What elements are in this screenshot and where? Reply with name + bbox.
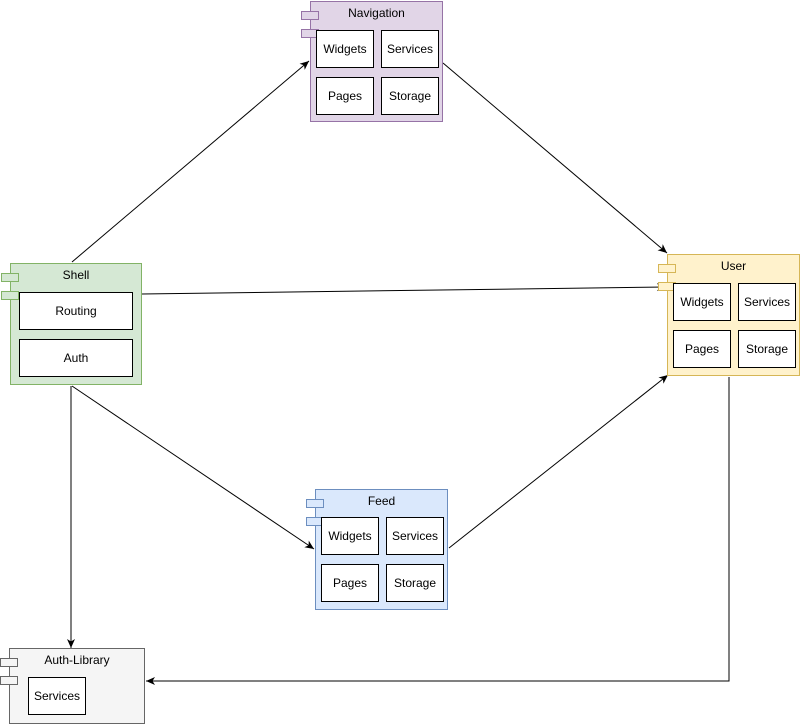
shell-module-routing[interactable]: Routing	[19, 292, 133, 330]
feed-title: Feed	[367, 494, 396, 508]
edge-navigation-user	[442, 62, 668, 254]
feed-component[interactable]: Feed Widgets Services Pages Storage	[306, 489, 448, 610]
shell-component[interactable]: Shell Routing Auth	[1, 263, 142, 385]
navigation-module-widgets[interactable]: Widgets	[316, 30, 374, 68]
feed-module-pages[interactable]: Pages	[321, 564, 379, 602]
user-module-widgets[interactable]: Widgets	[673, 283, 731, 321]
user-module-pages[interactable]: Pages	[673, 330, 731, 368]
user-module-storage[interactable]: Storage	[738, 330, 796, 368]
edge-shell-feed	[71, 385, 315, 550]
auth-library-port-bottom	[0, 676, 18, 685]
shell-port-top	[1, 273, 19, 282]
edge-shell-user	[141, 283, 667, 295]
edge-shell-navigation	[71, 60, 310, 263]
navigation-module-services[interactable]: Services	[381, 30, 439, 68]
shell-module-auth[interactable]: Auth	[19, 339, 133, 377]
edge-user-auth-library	[146, 377, 730, 685]
auth-library-port-top	[0, 658, 18, 667]
feed-port-top	[306, 499, 324, 508]
shell-title: Shell	[62, 268, 90, 282]
user-module-services[interactable]: Services	[738, 283, 796, 321]
feed-module-widgets[interactable]: Widgets	[321, 517, 379, 555]
user-component[interactable]: User Widgets Services Pages Storage	[658, 254, 800, 376]
navigation-component[interactable]: Navigation Widgets Services Pages Storag…	[301, 1, 443, 122]
auth-library-title: Auth-Library	[44, 653, 110, 667]
feed-module-services[interactable]: Services	[386, 517, 444, 555]
feed-module-storage[interactable]: Storage	[386, 564, 444, 602]
navigation-module-pages[interactable]: Pages	[316, 77, 374, 115]
user-title: User	[720, 259, 747, 273]
navigation-port-top	[301, 11, 319, 20]
navigation-title: Navigation	[348, 6, 405, 20]
shell-port-bottom	[1, 291, 19, 300]
auth-library-module-services[interactable]: Services	[28, 677, 86, 715]
navigation-module-storage[interactable]: Storage	[381, 77, 439, 115]
edge-feed-user	[448, 374, 669, 549]
user-port-top	[658, 264, 676, 273]
auth-library-component[interactable]: Auth-Library Services	[0, 648, 145, 724]
